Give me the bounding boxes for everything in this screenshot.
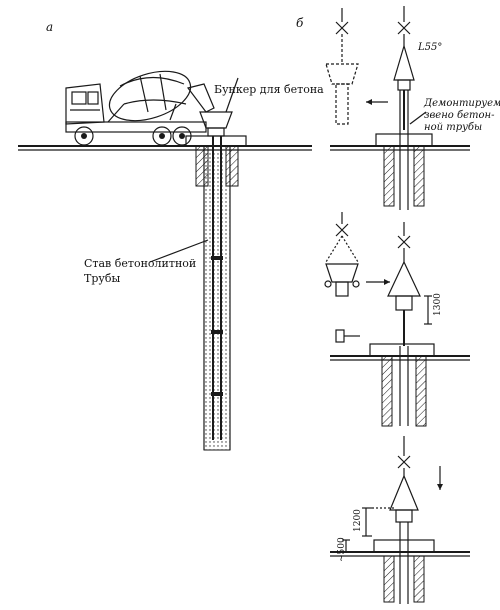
dimension-1200 (362, 507, 396, 537)
arrow-right-2 (366, 279, 390, 285)
hopper-label: Бункер для бетона (214, 83, 324, 96)
stage-1 (325, 6, 470, 210)
cone-angle-label: L55° (418, 42, 443, 53)
arrow-left-1 (366, 99, 388, 105)
dismantle-label-line3: ной трубы (424, 122, 483, 133)
panel-a (18, 70, 312, 451)
dismantle-label-line1: Демонтируемое (424, 98, 500, 109)
pipe-string-label-line1: Став бетонолитной (84, 257, 197, 270)
panel-b (324, 6, 470, 604)
dimension-1300 (424, 295, 432, 325)
arrow-down-3 (437, 466, 443, 490)
stage-2 (324, 212, 470, 427)
ground-surface-a (18, 145, 312, 151)
panel-label-b: б (296, 16, 304, 30)
dim-500-label: ~500 (337, 537, 347, 562)
dim-1300-label: 1300 (433, 293, 443, 316)
concrete-mixer-truck (65, 70, 215, 146)
borehole-a (203, 136, 231, 451)
pipe-string-label-line2: Трубы (84, 272, 121, 285)
dim-1200-label: 1200 (353, 509, 363, 532)
pipe-string-leader (149, 239, 209, 263)
removed-cone (324, 212, 360, 297)
panel-label-a: а (46, 20, 54, 34)
removed-segment (325, 8, 359, 125)
coupling-detail (335, 329, 360, 343)
dismantle-label-line2: звено бетон- (424, 110, 495, 121)
stage-3 (330, 436, 470, 604)
